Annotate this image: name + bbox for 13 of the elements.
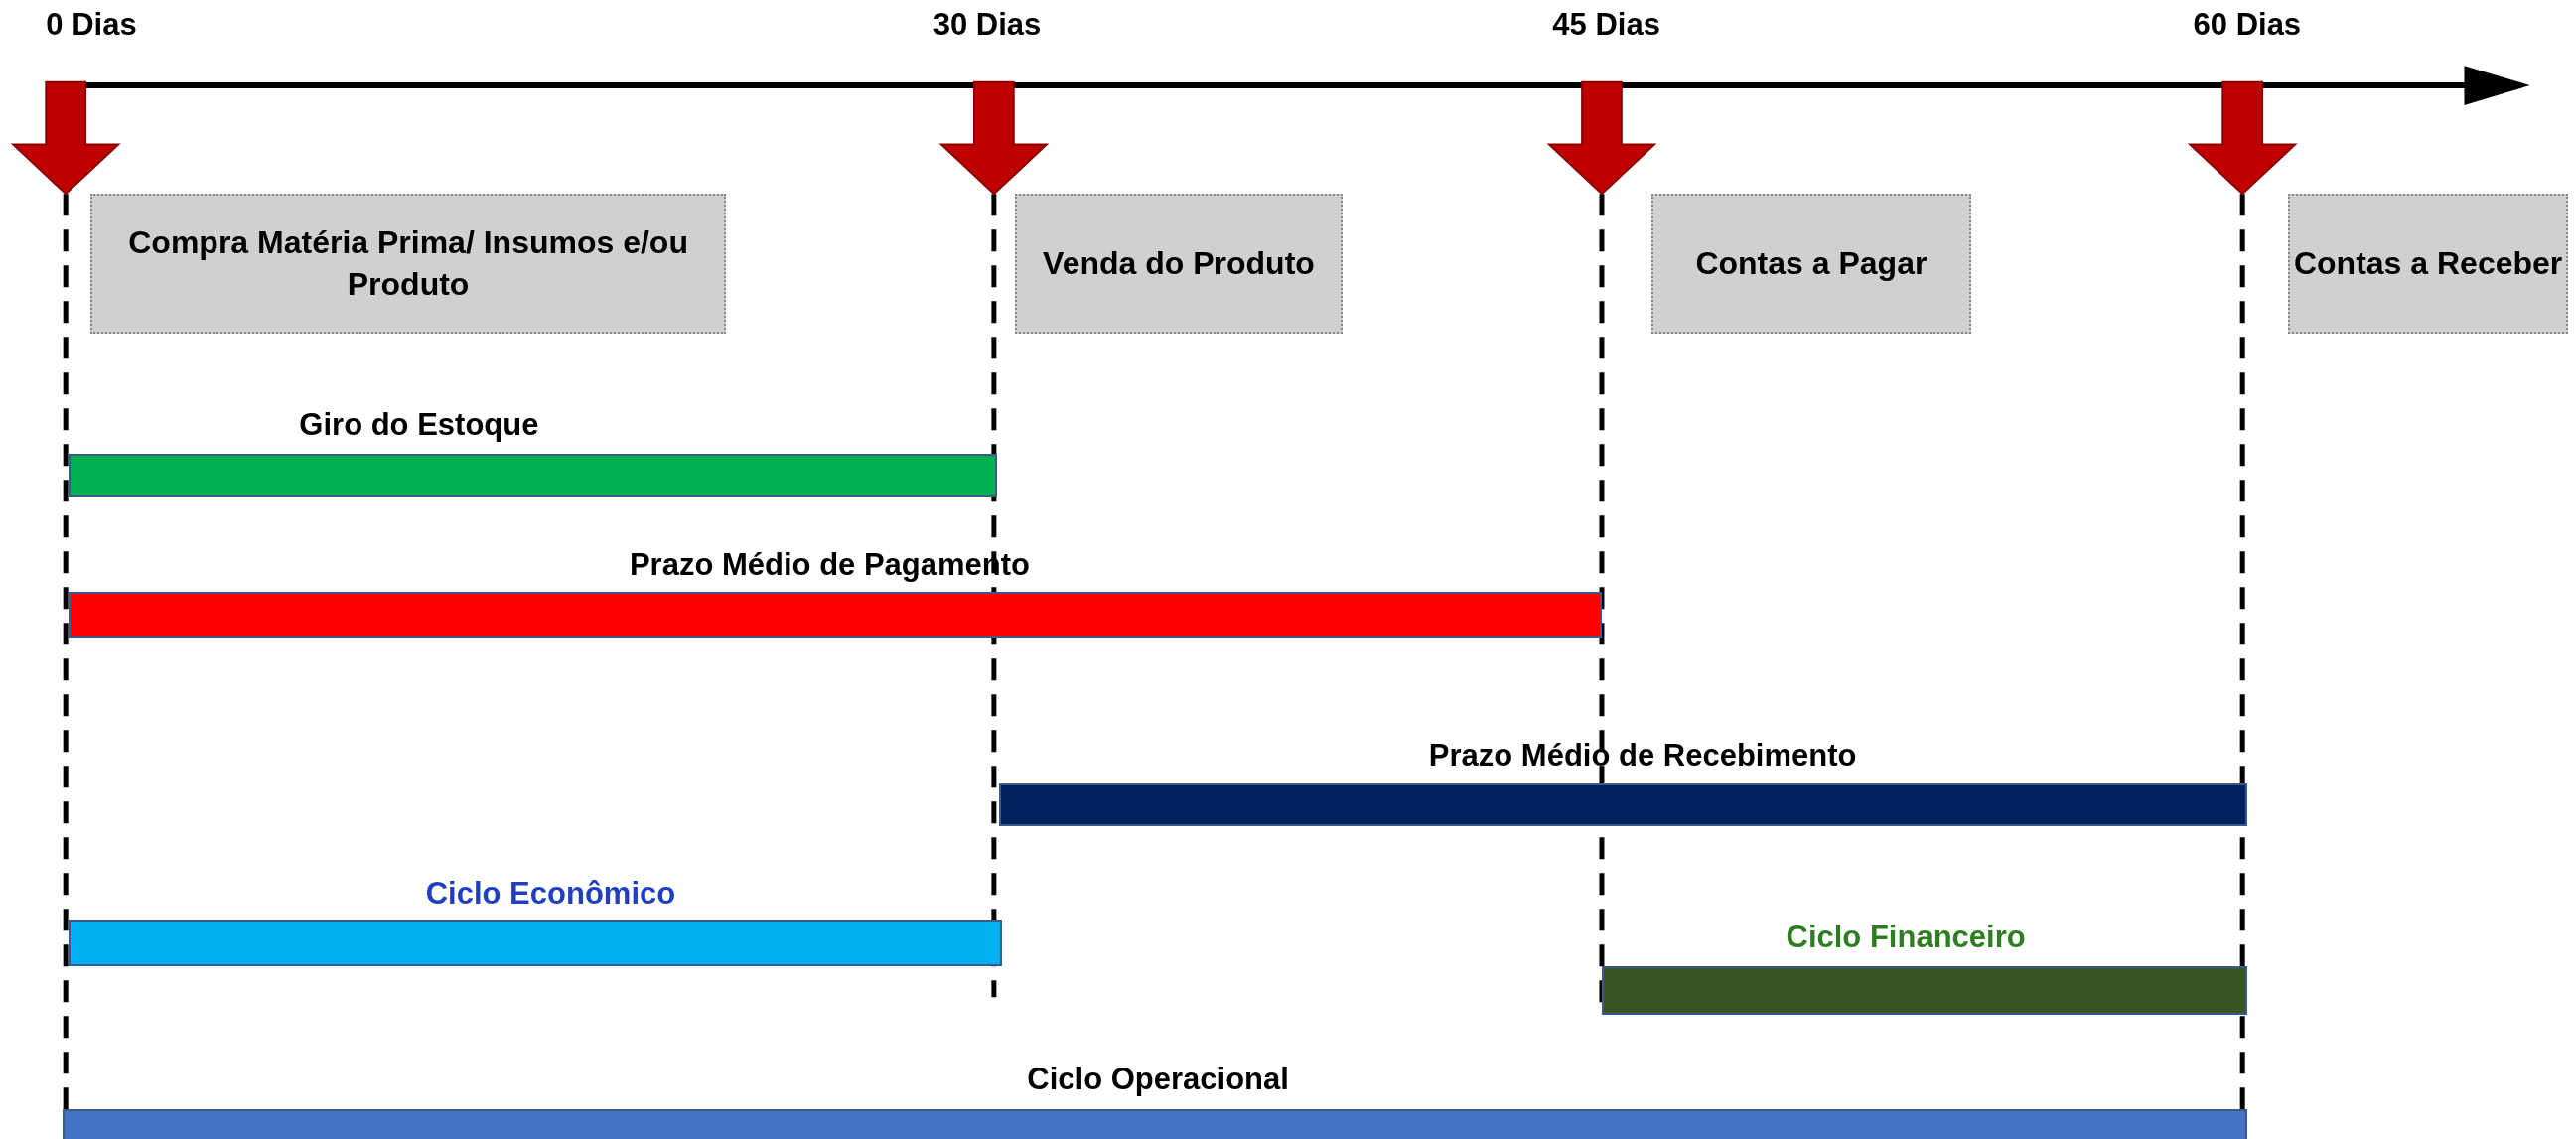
day-label: 30 Dias [932, 6, 1042, 43]
event-box: Contas a Pagar [1650, 194, 1972, 334]
period-label: Ciclo Financeiro [1786, 920, 2026, 956]
period-label: Ciclo Econômico [425, 875, 676, 912]
day-label: 60 Dias [2193, 6, 2302, 43]
period-label: Giro do Estoque [299, 407, 539, 444]
period-label: Prazo Médio de Recebimento [1428, 737, 1857, 774]
event-box: Compra Matéria Prima/ Insumos e/ou Produto [90, 194, 727, 334]
event-box: Contas a Receber [2288, 194, 2568, 334]
event-box: Venda do Produto [1015, 194, 1343, 334]
day-label: 45 Dias [1552, 6, 1660, 43]
period-label: Ciclo Operacional [1027, 1061, 1289, 1097]
day-label: 0 Dias [46, 6, 137, 43]
